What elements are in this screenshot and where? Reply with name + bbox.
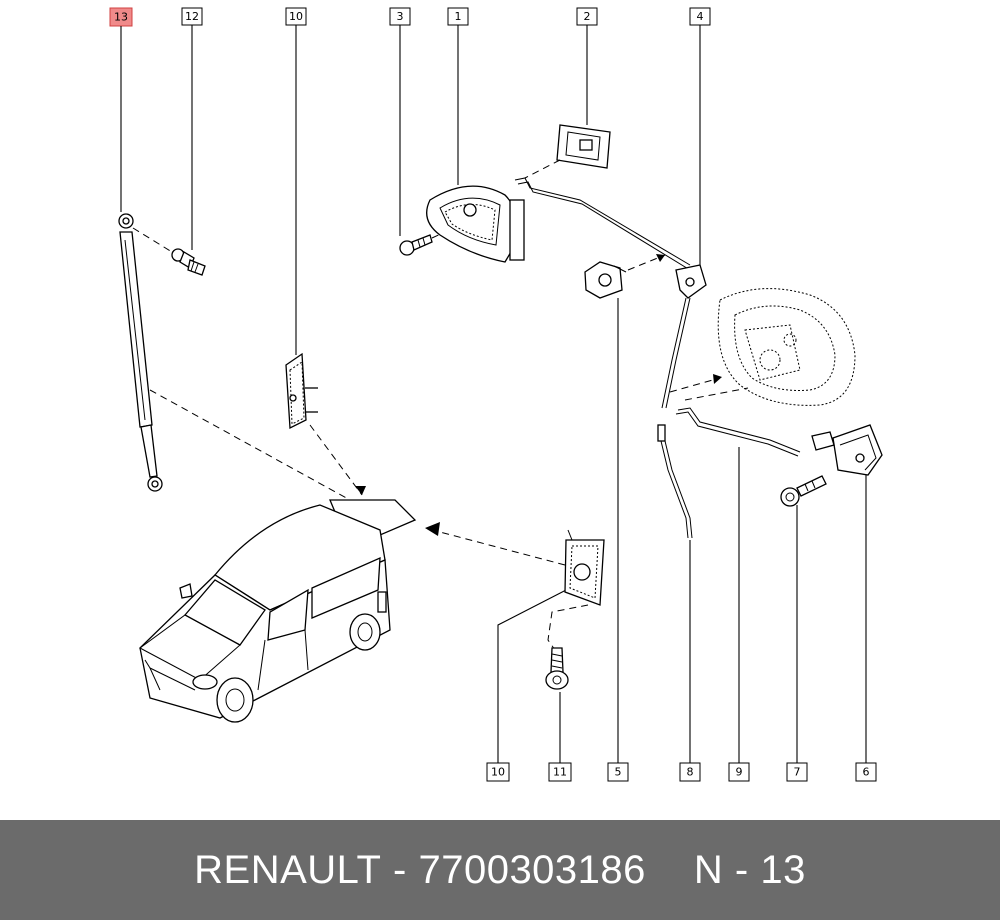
callout-6[interactable]: 6 [855,762,877,782]
footer-position-label: N - 13 [693,847,806,892]
svg-text:7: 7 [794,766,801,779]
callout-2[interactable]: 2 [576,7,598,26]
footer-brand: RENAULT [194,847,382,892]
rod-8 [657,424,693,539]
callout-10-bottom[interactable]: 10 [486,762,510,782]
footer-part-number: 7700303186 [418,847,646,892]
bolt-7 [780,475,827,507]
callout-3[interactable]: 3 [389,7,411,26]
svg-text:8: 8 [687,766,694,779]
lock-switch [556,124,611,169]
lock-lever [661,264,707,409]
callout-13[interactable]: 13 [109,7,133,27]
outer-handle [426,185,525,263]
lock-actuator [811,424,883,476]
svg-text:10: 10 [491,766,505,779]
gas-strut [118,213,163,492]
svg-text:6: 6 [863,766,870,779]
callout-5[interactable]: 5 [607,762,629,782]
svg-text:10: 10 [289,10,303,23]
van-illustration [139,499,417,723]
svg-text:3: 3 [397,10,404,23]
footer-separator: - [393,847,407,892]
callout-9[interactable]: 9 [728,762,750,782]
lock-mechanism [717,288,856,406]
svg-text:4: 4 [697,10,704,23]
svg-text:13: 13 [114,11,128,24]
callout-12[interactable]: 12 [181,7,203,26]
svg-text:9: 9 [736,766,743,779]
callout-4[interactable]: 4 [689,7,711,26]
svg-text:1: 1 [455,10,462,23]
svg-text:2: 2 [584,10,591,23]
rod-clip [584,261,627,299]
svg-text:12: 12 [185,10,199,23]
bolt-11 [545,647,569,690]
svg-text:5: 5 [615,766,622,779]
screw-3 [399,234,433,256]
bracket-bottom [564,529,605,606]
bracket-top [285,352,318,430]
callout-10-top[interactable]: 10 [285,7,307,26]
svg-text:11: 11 [553,766,567,779]
ball-stud [171,248,206,276]
callout-7[interactable]: 7 [786,762,808,782]
callout-8[interactable]: 8 [679,762,701,782]
footer-bar: RENAULT - 7700303186 N - 13 [0,820,1000,920]
callout-11[interactable]: 11 [548,762,572,782]
parts-diagram: 13 12 10 3 1 2 4 10 11 5 [109,7,883,782]
callout-1[interactable]: 1 [447,7,469,26]
